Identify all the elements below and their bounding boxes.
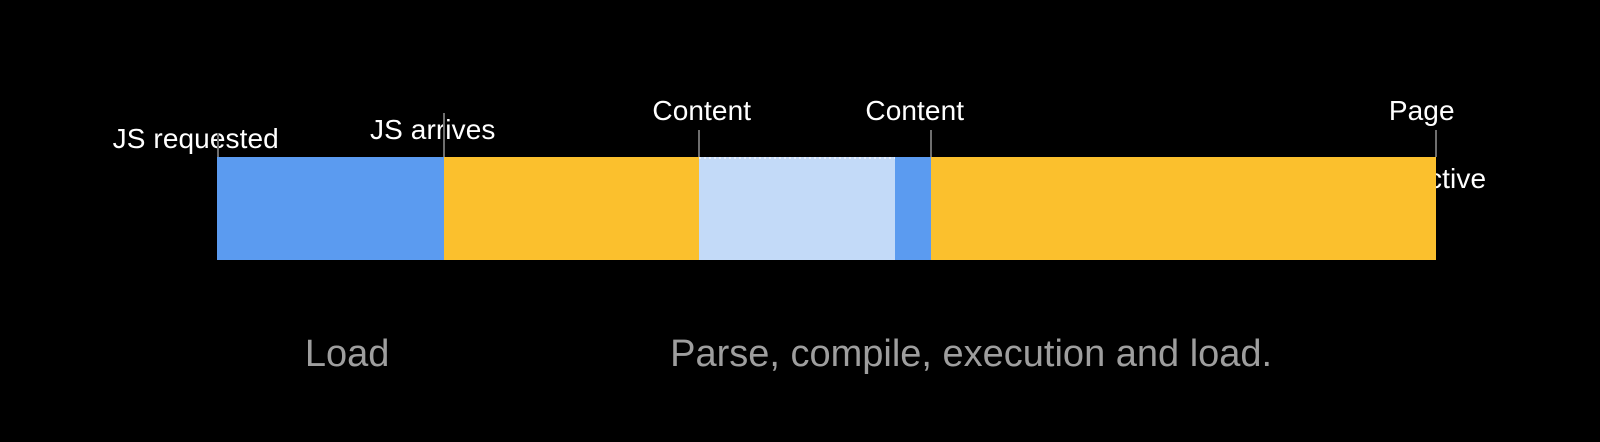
tick-page-interactive [1435,130,1437,157]
tick-content-fetch [698,130,700,157]
tick-js-arrives [443,113,445,157]
bar-segment-load-network [217,157,444,260]
tick-content-arrives [930,130,932,157]
milestone-label-line-1: Content [865,95,965,126]
bar-segment-parse-compile-execute [444,157,699,260]
caption-text: Parse, compile, execution and load. [670,333,1273,375]
milestone-label-text: JS arrives [370,114,496,145]
milestone-label-text: JS requested [112,123,279,154]
milestone-label-line-1: Content [652,95,752,126]
milestone-label-js-requested: JS requested [0,88,380,190]
caption-parse-compile-execution-and-load: Parse, compile, execution and load. [550,288,1350,420]
tick-js-requested [217,133,219,157]
caption-load: Load [0,288,726,420]
bar-segment-content-download [895,157,931,260]
bar-segment-content-wait [699,157,895,260]
caption-text: Load [304,333,390,375]
bar-segment-final-execute [931,157,1436,260]
timeline-bar [217,157,1436,260]
milestone-label-line-1: Page [1388,95,1455,126]
milestone-label-js-arrives: JS arrives [217,79,617,181]
